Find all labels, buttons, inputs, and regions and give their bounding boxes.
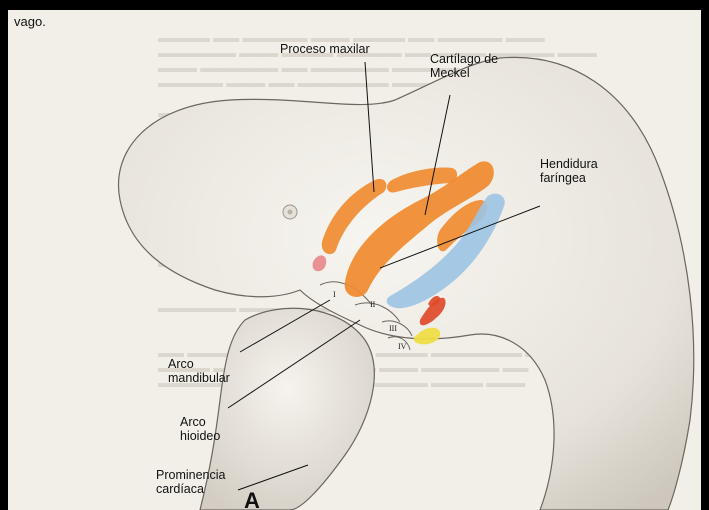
label-arco-hioideo-line2: hioideo <box>180 429 220 443</box>
label-arco-mand-line1: Arco <box>168 357 230 371</box>
label-cartilago-line1: Cartílago de <box>430 52 498 66</box>
label-arco-hioideo-line1: Arco <box>180 415 220 429</box>
label-cartilago-meckel: Cartílago de Meckel <box>430 52 498 80</box>
arch-numeral-2: II <box>370 300 375 309</box>
figure-letter: A <box>244 488 260 510</box>
label-cartilago-line2: Meckel <box>430 66 498 80</box>
label-hendidura-line1: Hendidura <box>540 157 598 171</box>
cardiac-prominence <box>200 308 374 510</box>
label-prominencia-line1: Prominencia <box>156 468 225 482</box>
arch-numeral-3: III <box>389 324 397 333</box>
label-hendidura-line2: faríngea <box>540 171 598 185</box>
label-hendidura-faringea: Hendidura faríngea <box>540 157 598 185</box>
label-proceso-maxilar: Proceso maxilar <box>280 42 370 56</box>
text-fragment: vago. <box>14 14 46 29</box>
arch-numeral-1: I <box>333 290 336 299</box>
label-prominencia-line2: cardíaca <box>156 482 225 496</box>
label-prominencia-cardiaca: Prominencia cardíaca <box>156 468 225 496</box>
label-arco-hioideo: Arco hioideo <box>180 415 220 443</box>
arch-numeral-4: IV <box>398 342 406 351</box>
label-arco-mand-line2: mandibular <box>168 371 230 385</box>
label-arco-mandibular: Arco mandibular <box>168 357 230 385</box>
